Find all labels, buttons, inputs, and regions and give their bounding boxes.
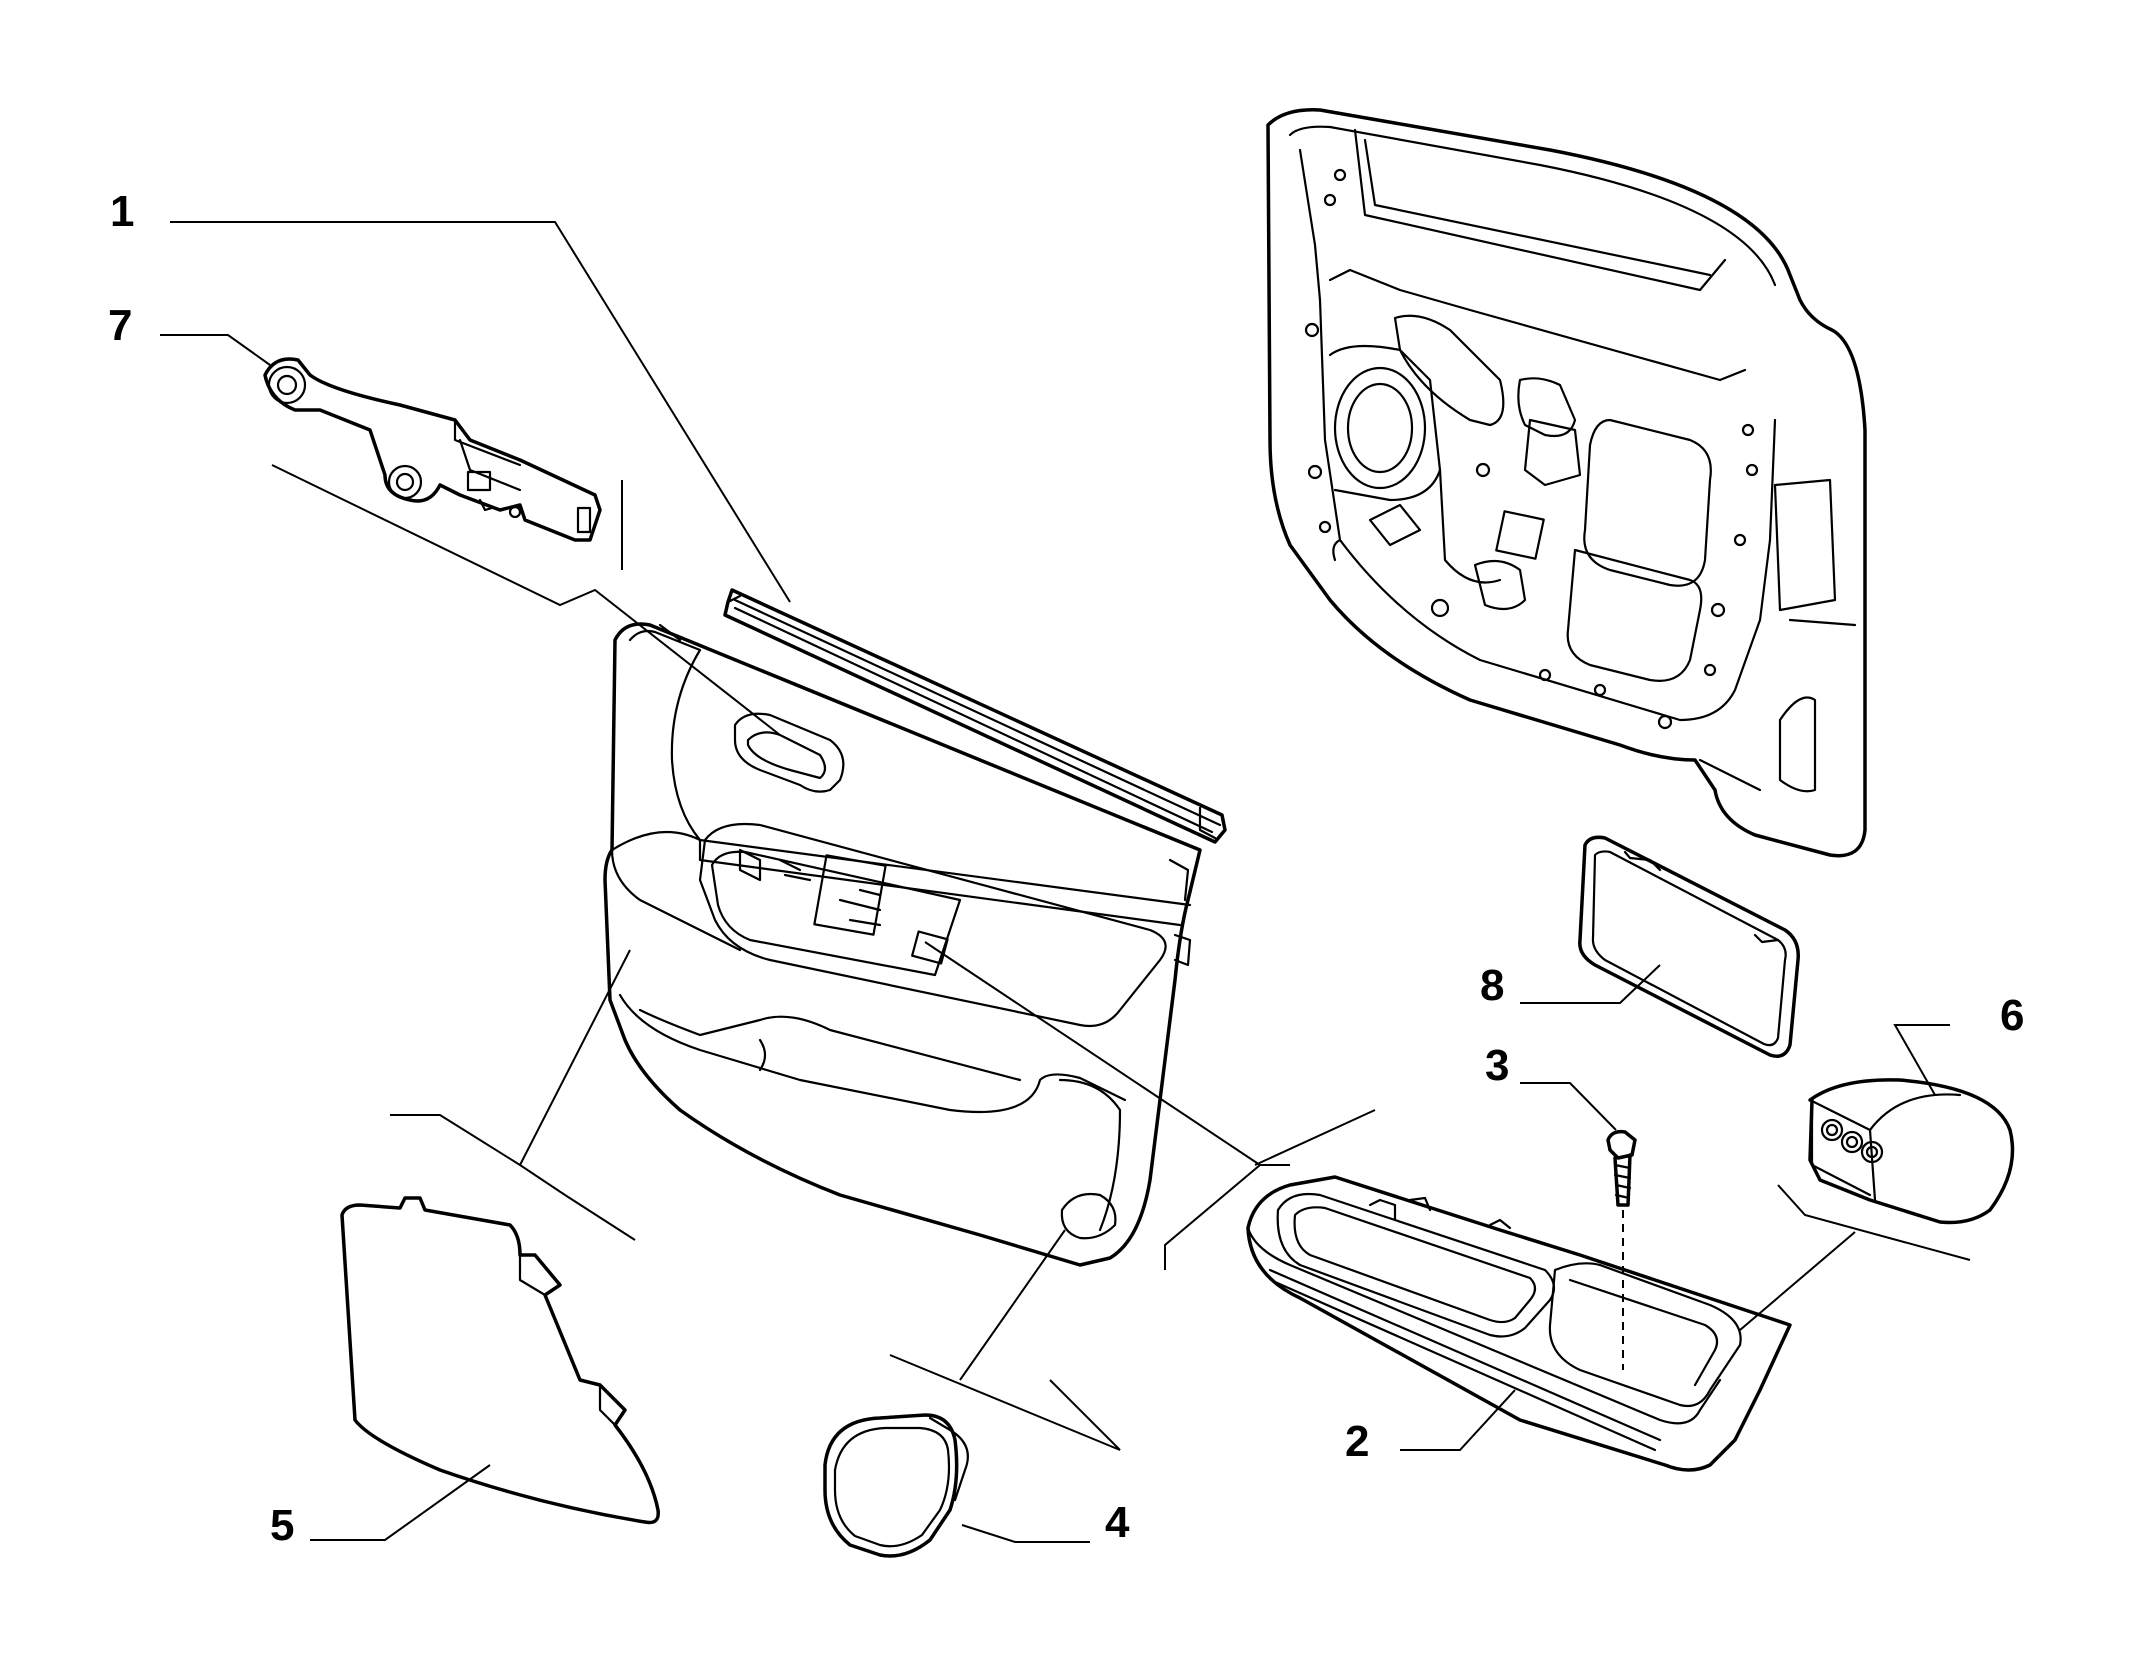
callout-2: 2 [1345, 1417, 1369, 1466]
callout-labels: 1 7 8 3 6 2 4 5 [108, 187, 2024, 1550]
seal-strip-drawing [723, 588, 1227, 844]
callout-7: 7 [108, 301, 132, 350]
door-frame-drawing [1266, 108, 1867, 858]
callout-1: 1 [110, 187, 134, 236]
armrest-bracket-drawing [263, 357, 602, 542]
screw-drawing [1606, 1129, 1637, 1370]
door-trim-panel-drawing [603, 622, 1202, 1267]
switch-bezel-drawing [1808, 1078, 2015, 1225]
lower-trim-cover-drawing [340, 1196, 660, 1525]
callout-6: 6 [2000, 991, 2024, 1040]
mirror-trim-cover-drawing [1578, 835, 1800, 1058]
door-pocket-trim-drawing [1246, 1175, 1792, 1472]
leader-lines [160, 221, 1971, 1543]
round-cover-cap-drawing [823, 1413, 969, 1558]
callout-4: 4 [1105, 1498, 1130, 1547]
callout-5: 5 [270, 1501, 294, 1550]
callout-8: 8 [1480, 961, 1504, 1010]
callout-3: 3 [1485, 1041, 1509, 1090]
